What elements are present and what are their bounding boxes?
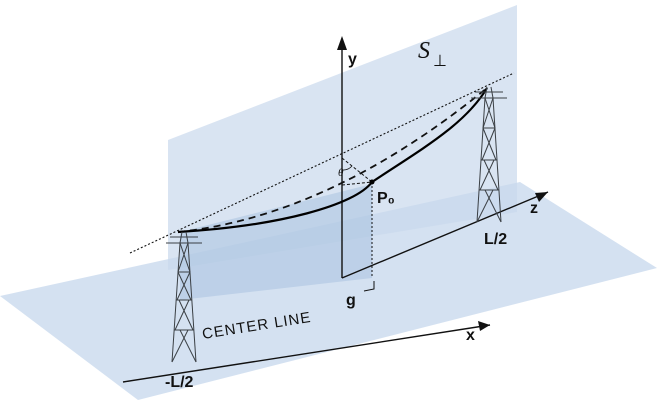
- chord-dotted-line: [129, 72, 515, 254]
- angle-dashed-line: [341, 157, 373, 183]
- angle-dashed-line-2: [341, 181, 373, 186]
- ground-plane: [0, 182, 657, 400]
- theta-label: θ: [338, 167, 344, 179]
- right-angle-marker: [363, 281, 375, 292]
- z-axis-label: z: [530, 200, 538, 217]
- origin-label: g: [346, 292, 356, 309]
- plane-symbol-label: S: [418, 38, 430, 64]
- z-axis-arrow: [535, 192, 548, 202]
- catenary-dashed: [177, 87, 488, 233]
- p0-label: P₀: [377, 190, 395, 207]
- right-tower: [471, 86, 507, 223]
- l-half-neg-label: -L/2: [165, 374, 194, 391]
- y-axis-label: y: [348, 51, 357, 68]
- plane-overlap-region: [180, 184, 372, 300]
- z-axis: [341, 191, 549, 279]
- p0-point: [369, 179, 375, 185]
- x-axis-arrow: [478, 321, 490, 331]
- plane-subscript-label: ⊥: [433, 51, 447, 70]
- center-line: [122, 324, 491, 383]
- y-axis-arrow: [337, 36, 347, 50]
- l-half-pos-label: L/2: [484, 231, 507, 248]
- left-tower: [166, 231, 202, 363]
- x-axis-label: x: [466, 327, 475, 344]
- theta-arc: [341, 165, 353, 171]
